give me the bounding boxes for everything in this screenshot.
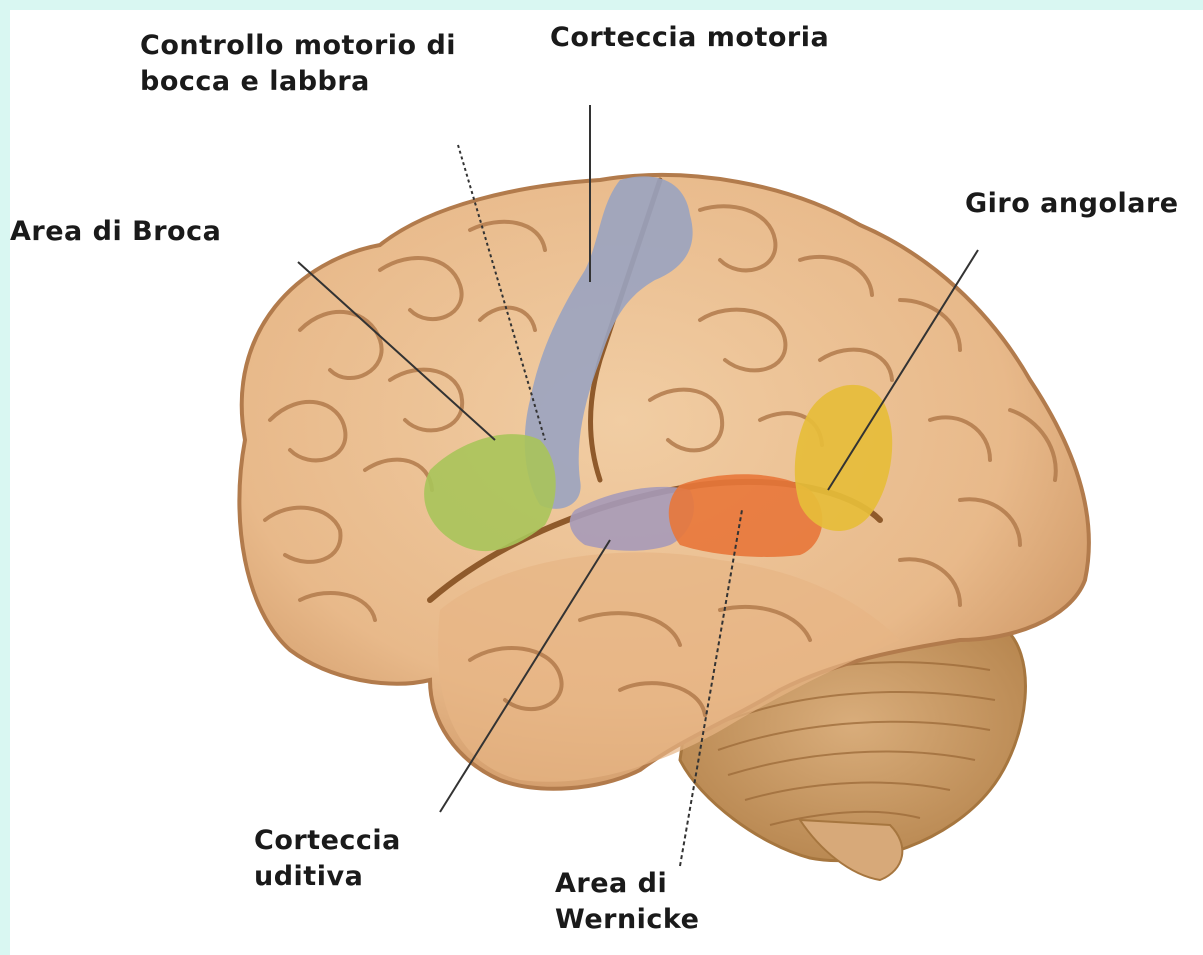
label-angular-gyrus: Giro angolare <box>965 186 1179 222</box>
label-wernicke-line-2: Wernicke <box>555 902 699 938</box>
label-lips-line-2: bocca e labbra <box>140 64 456 100</box>
label-lips-line-1: Controllo motorio di <box>140 28 456 64</box>
label-auditory-cortex: Corteccia uditiva <box>254 823 401 896</box>
label-broca-area: Area di Broca <box>10 214 221 250</box>
label-wernicke-line-1: Area di <box>555 866 699 902</box>
label-lips-motor-control: Controllo motorio di bocca e labbra <box>140 28 456 101</box>
label-motor-cortex: Corteccia motoria <box>550 20 829 56</box>
label-auditory-line-2: uditiva <box>254 859 401 895</box>
label-auditory-line-1: Corteccia <box>254 823 401 859</box>
label-wernicke-area: Area di Wernicke <box>555 866 699 939</box>
